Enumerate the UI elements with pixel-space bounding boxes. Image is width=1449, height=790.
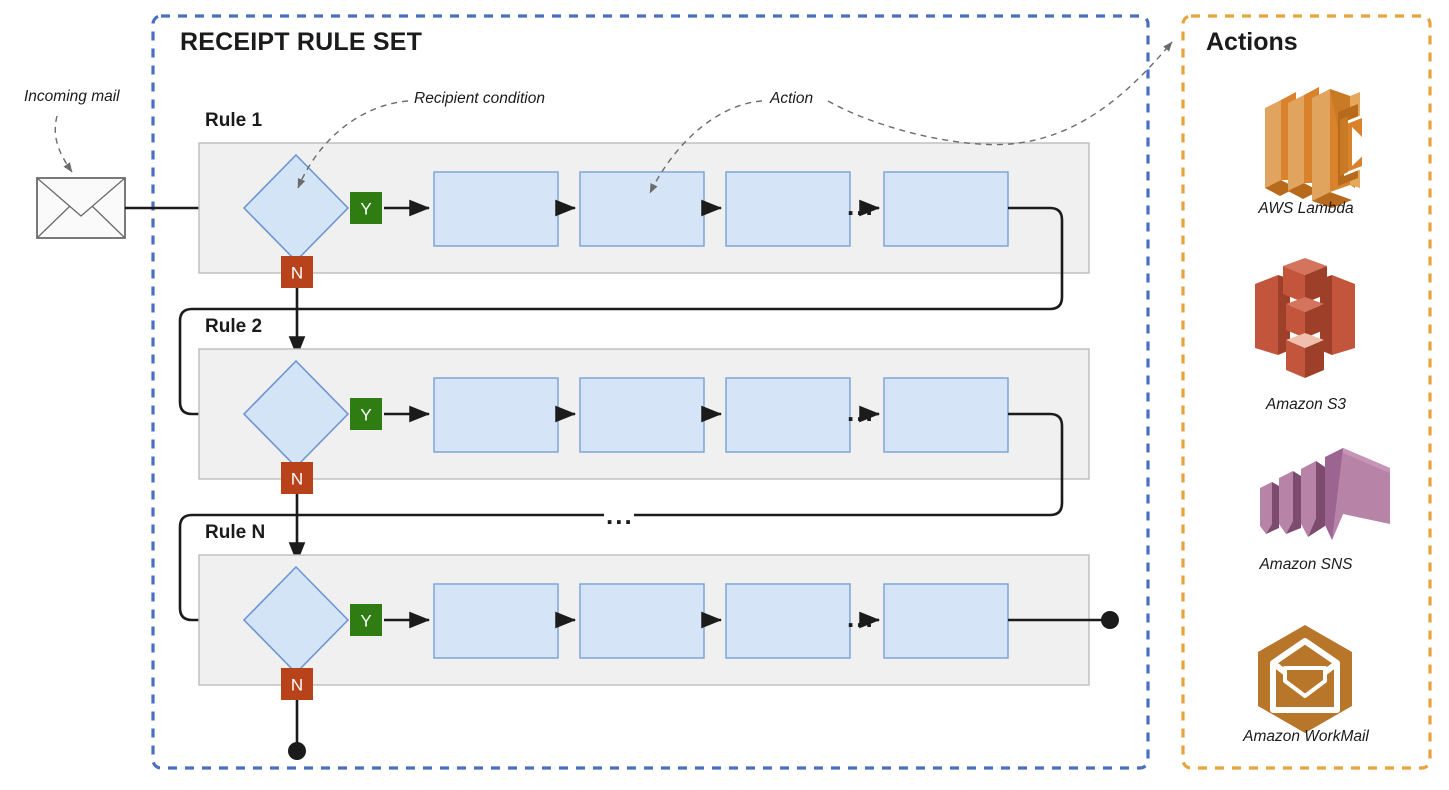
rule-2-actions-ellipsis: ...: [847, 397, 875, 427]
recipient-condition-label: Recipient condition: [414, 90, 545, 107]
receipt-rule-set-container: [151, 14, 1150, 770]
rule-1-action-box-1: [433, 171, 559, 247]
rule-1-return-loop: [178, 206, 1064, 423]
rule-1-action-box-2: [579, 171, 705, 247]
rule-1-label: Rule 1: [205, 110, 263, 131]
rule-2-action-box-3: [725, 377, 851, 453]
page-title: RECEIPT RULE SET: [180, 28, 423, 56]
rule-2-yes-badge-label: Y: [360, 406, 371, 425]
action-item-label-amazon-s3: Amazon S3: [1265, 396, 1347, 413]
recipient-condition-annotation-line: [297, 100, 409, 189]
envelope-icon: [36, 177, 126, 239]
rule-n-group: Y N: [198, 554, 1119, 760]
rule-n-action-box-1: [433, 583, 559, 659]
action-item-label-amazon-sns: Amazon SNS: [1259, 556, 1353, 573]
amazon-workmail-icon: [1258, 625, 1352, 733]
rule-n-no-badge-label: N: [291, 676, 303, 695]
rule-2-no-badge: [281, 462, 313, 494]
actions-panel-title: Actions: [1206, 28, 1298, 56]
rule-1-yes-badge-label: Y: [360, 200, 371, 219]
rule-1-no-badge: [281, 256, 313, 288]
rule-2-group: Y N: [178, 348, 1090, 629]
aws-lambda-icon: [1265, 87, 1372, 208]
rule-n-label: Rule N: [205, 522, 266, 543]
rule-n-actions-ellipsis: ...: [847, 603, 875, 633]
rule-n-action-box-2: [579, 583, 705, 659]
terminal-dot-bottom-icon: [288, 742, 306, 760]
rule-2-action-box-1: [433, 377, 559, 453]
rules-gap-ellipsis: ...: [606, 500, 634, 530]
rule-2-action-box-4: [883, 377, 1009, 453]
rule-n-yes-badge-label: Y: [360, 612, 371, 631]
rule-2-yes-badge: [350, 398, 382, 430]
terminal-dot-right-icon: [1101, 611, 1119, 629]
action-annotation-line-right: [827, 41, 1173, 146]
amazon-s3-icon: [1255, 258, 1355, 378]
action-annotation-line-left: [649, 100, 763, 194]
rule-1-action-box-3: [725, 171, 851, 247]
action-item-label-aws-lambda: AWS Lambda: [1258, 200, 1354, 217]
rule-n-no-badge: [281, 668, 313, 700]
rule-2-action-box-2: [579, 377, 705, 453]
actions-panel-container: [1181, 14, 1432, 770]
action-item-label-amazon-workmail: Amazon WorkMail: [1243, 728, 1369, 745]
incoming-mail-label: Incoming mail: [24, 88, 120, 105]
rule-1-actions-ellipsis: ...: [847, 191, 875, 221]
rule-1-no-badge-label: N: [291, 264, 303, 283]
rule-2-no-badge-label: N: [291, 470, 303, 489]
rule-n-action-box-3: [725, 583, 851, 659]
incoming-mail-annotation-line: [54, 115, 73, 173]
rule-2-return-loop-left: [178, 513, 604, 629]
rule-1-action-box-4: [883, 171, 1009, 247]
rule-2-return-loop-right: [634, 412, 1064, 517]
rule-n-yes-badge: [350, 604, 382, 636]
rule-1-group: Y N: [178, 142, 1090, 423]
amazon-sns-icon: [1260, 448, 1390, 540]
action-label: Action: [770, 90, 814, 107]
rule-n-action-box-4: [883, 583, 1009, 659]
rule-1-yes-badge: [350, 192, 382, 224]
rule-2-label: Rule 2: [205, 316, 263, 337]
